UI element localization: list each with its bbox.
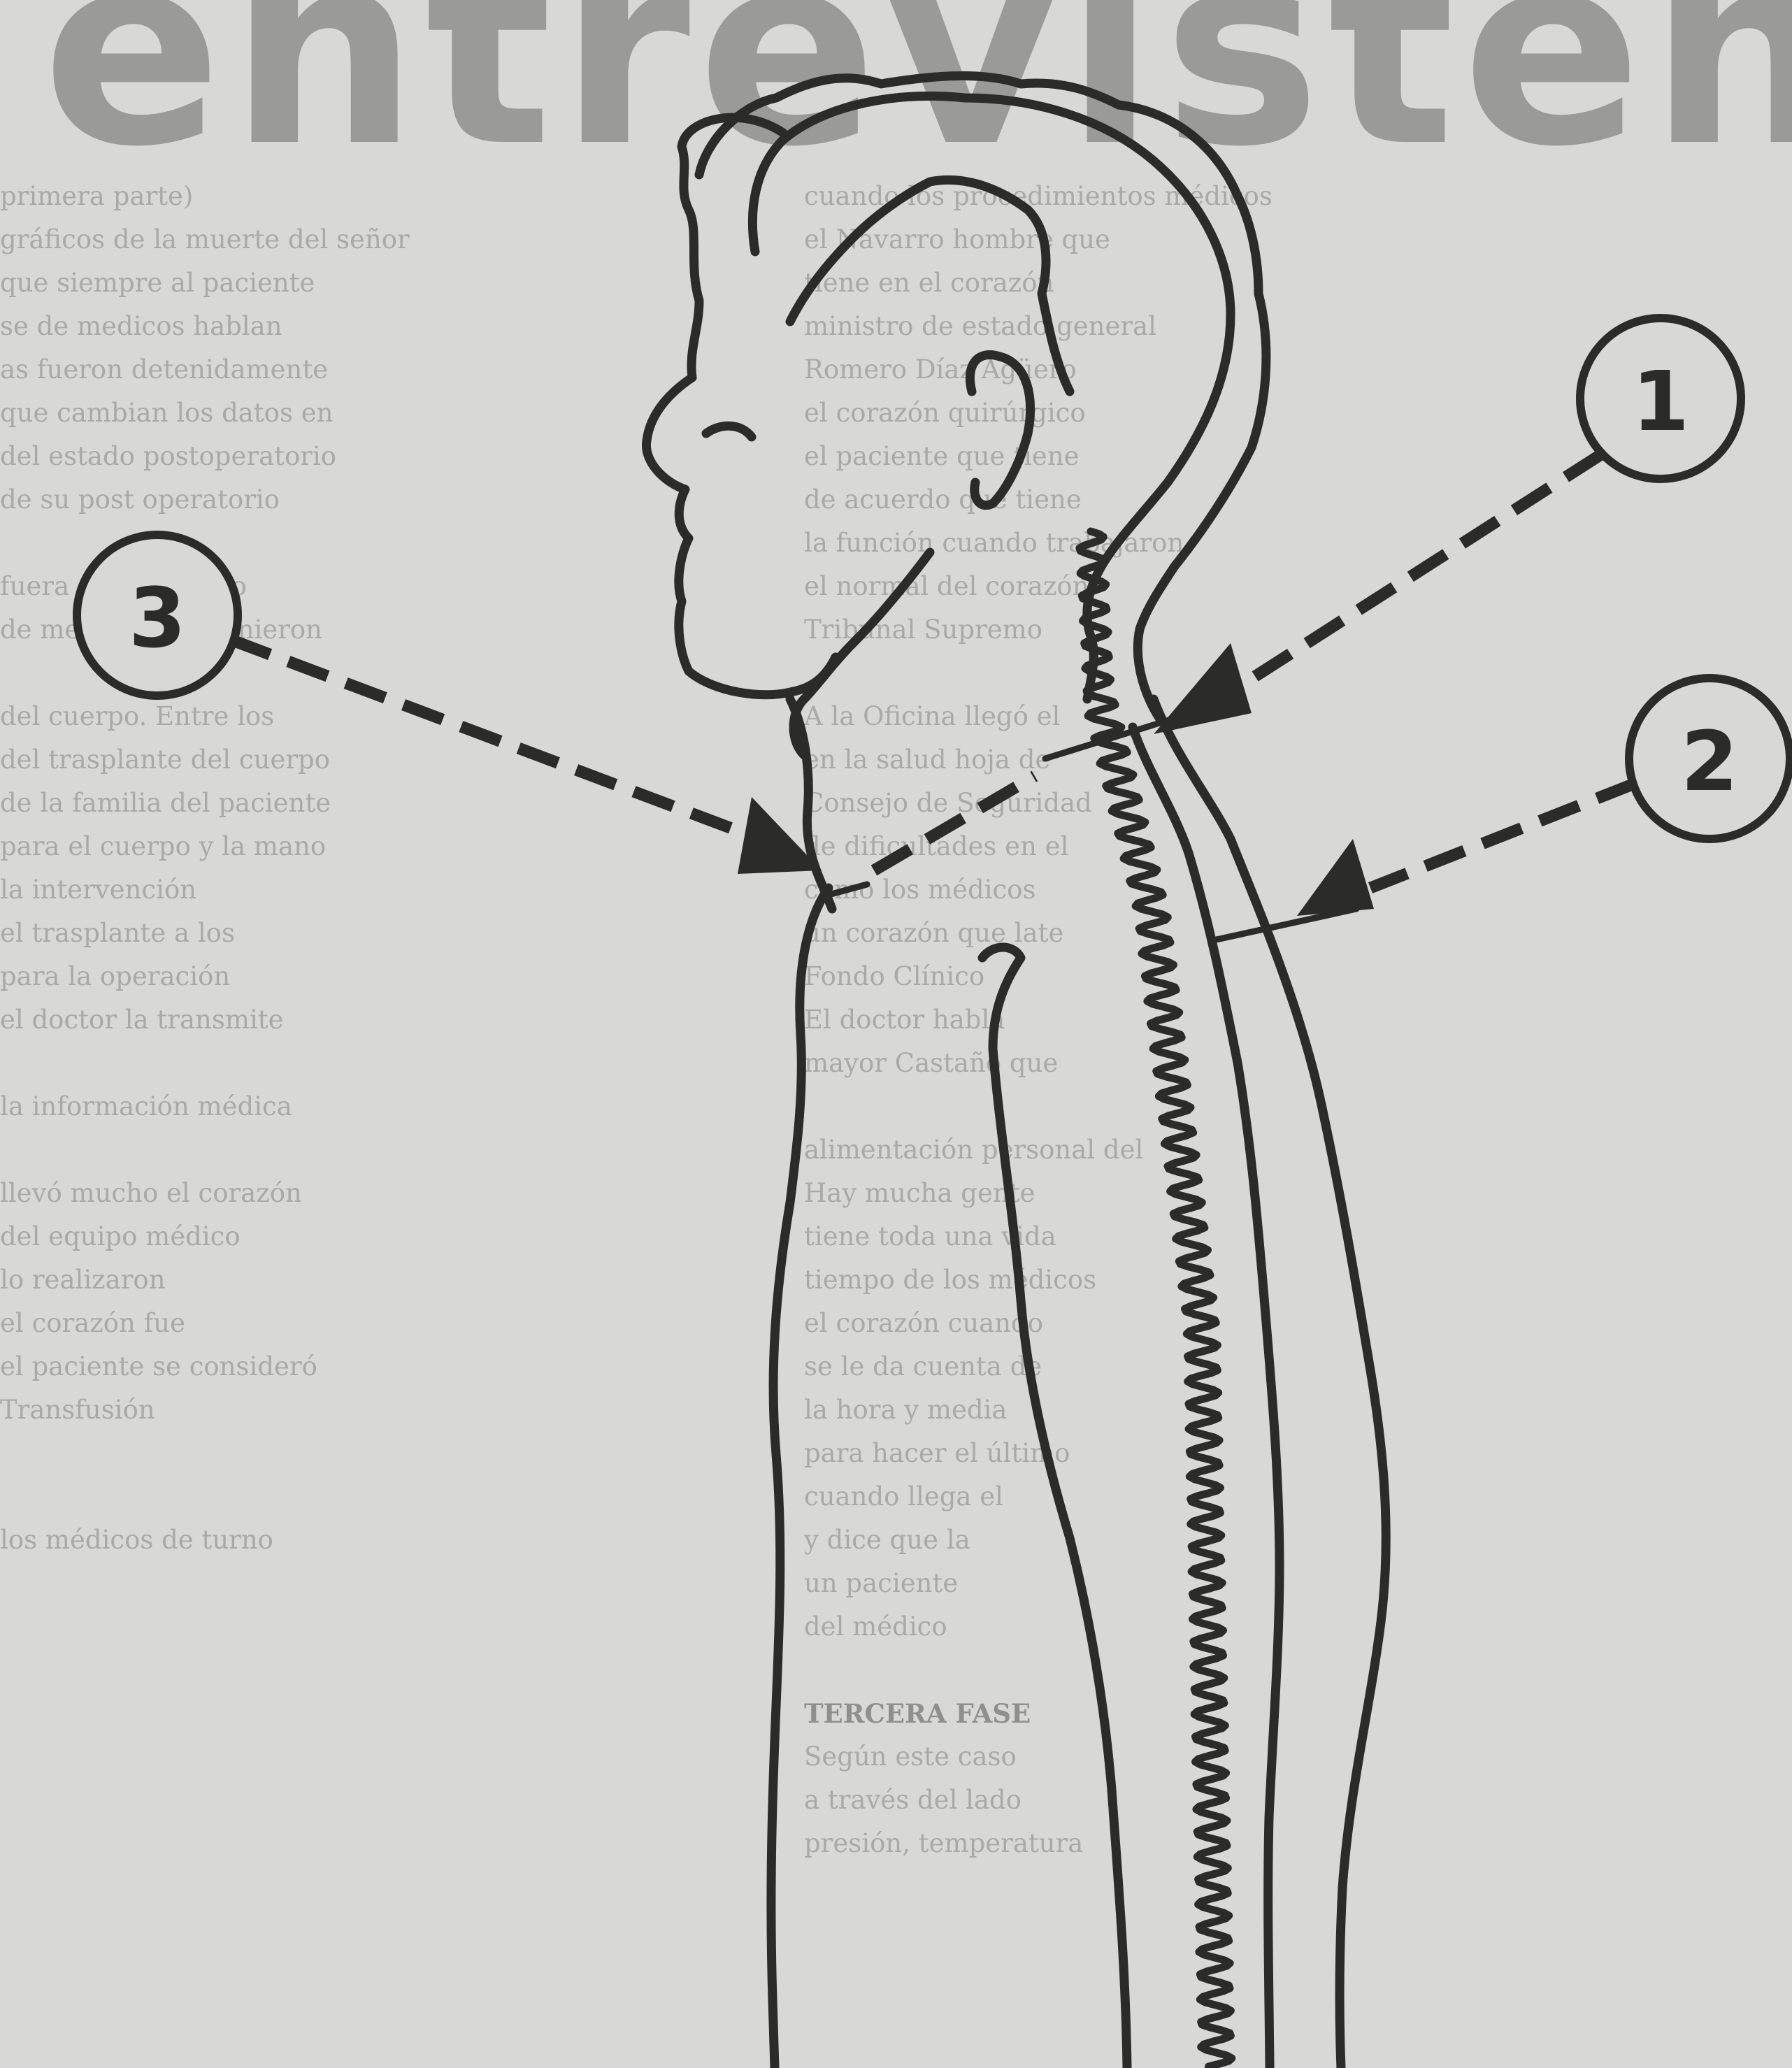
arrow-3	[231, 640, 822, 874]
callout-1: 1	[1580, 318, 1741, 479]
esophagus-line	[982, 947, 1127, 2068]
jaw-line	[794, 552, 930, 755]
hairline	[790, 180, 1070, 392]
tick-mark-3	[829, 884, 867, 895]
eye	[706, 426, 752, 437]
ear	[970, 354, 1030, 505]
arrow-2	[1297, 783, 1636, 916]
back-of-head	[1138, 294, 1266, 720]
tick-mark-2	[1213, 909, 1356, 940]
callout-2-label: 2	[1681, 713, 1738, 810]
callout-3: 3	[77, 535, 238, 696]
front-torso	[771, 888, 829, 2068]
spinal-cord-wave	[1080, 531, 1232, 2067]
arrow-3-continuation	[874, 776, 1035, 870]
callout-2: 2	[1629, 678, 1790, 839]
callout-3-label: 3	[129, 570, 186, 666]
head-outline	[646, 117, 836, 695]
callout-1-label: 1	[1632, 353, 1689, 450]
